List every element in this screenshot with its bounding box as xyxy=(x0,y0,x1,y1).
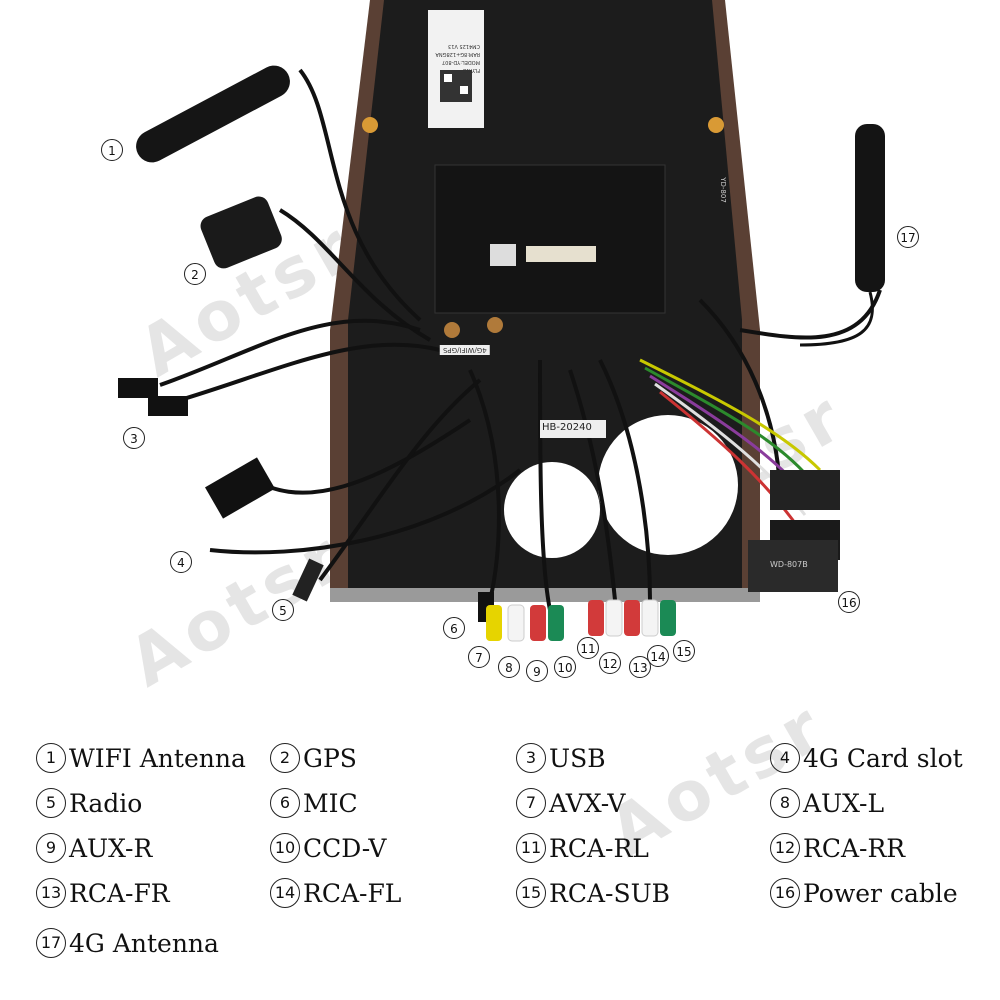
legend-number: 11 xyxy=(516,833,546,863)
callout-10: 10 xyxy=(554,656,576,678)
legend-label: WIFI Antenna xyxy=(69,743,246,773)
legend-number: 6 xyxy=(270,788,300,818)
legend-number: 4 xyxy=(770,743,800,773)
harness-tag-text: HB-20240 xyxy=(542,422,592,433)
legend-number: 1 xyxy=(36,743,66,773)
heatsink xyxy=(434,164,666,314)
legend-label: 4G Antenna xyxy=(69,928,219,958)
legend-number: 17 xyxy=(36,928,66,958)
callout-15: 15 xyxy=(673,640,695,662)
usb-plug-1 xyxy=(118,378,158,398)
power-connector-1 xyxy=(770,470,840,510)
callout-3: 3 xyxy=(123,427,145,449)
legend-label: AVX-V xyxy=(549,788,626,818)
legend-number: 15 xyxy=(516,878,546,908)
callout-1: 1 xyxy=(101,139,123,161)
callout-14: 14 xyxy=(647,645,669,667)
legend-label: GPS xyxy=(303,743,357,773)
usb-plug-2 xyxy=(148,396,188,416)
product-label xyxy=(428,10,484,128)
callout-6: 6 xyxy=(443,617,465,639)
callout-11: 11 xyxy=(577,637,599,659)
legend-number: 16 xyxy=(770,878,800,908)
callout-13: 13 xyxy=(629,656,651,678)
legend-label: RCA-RR xyxy=(803,833,906,863)
legend-number: 14 xyxy=(270,878,300,908)
legend-number: 5 xyxy=(36,788,66,818)
legend-number: 2 xyxy=(270,743,300,773)
legend-number: 10 xyxy=(270,833,300,863)
callout-7: 7 xyxy=(468,646,490,668)
legend-number: 7 xyxy=(516,788,546,818)
product-label-text: FLYING MODEL:YD-807 RAM:8G+128GNA CM4125… xyxy=(435,43,480,73)
4g-antenna xyxy=(855,124,885,292)
callout-9: 9 xyxy=(526,660,548,682)
radio-jack xyxy=(292,558,324,602)
legend-label: MIC xyxy=(303,788,358,818)
callout-12: 12 xyxy=(599,652,621,674)
callout-4: 4 xyxy=(170,551,192,573)
legend-label: AUX-L xyxy=(803,788,885,818)
callout-17: 17 xyxy=(897,226,919,248)
rca-plugs xyxy=(486,599,676,642)
gps-antenna xyxy=(200,196,282,269)
legend-label: Power cable xyxy=(803,878,958,908)
legend-label: RCA-FL xyxy=(303,878,402,908)
callout-16: 16 xyxy=(838,591,860,613)
legend-label: RCA-FR xyxy=(69,878,170,908)
legend-number: 13 xyxy=(36,878,66,908)
side-label: YD-807 xyxy=(718,177,727,203)
legend-label: CCD-V xyxy=(303,833,387,863)
wifi-antenna xyxy=(136,65,290,163)
card-slot xyxy=(205,457,275,519)
callout-8: 8 xyxy=(498,656,520,678)
product-illustration xyxy=(118,0,885,642)
legend-number: 3 xyxy=(516,743,546,773)
legend-number: 8 xyxy=(770,788,800,818)
ribbon-label: 4G/WIFI/GPS xyxy=(440,345,490,355)
head-unit xyxy=(330,0,760,602)
legend-number: 12 xyxy=(770,833,800,863)
harness-tag xyxy=(540,420,606,438)
legend-number: 9 xyxy=(36,833,66,863)
callout-2: 2 xyxy=(184,263,206,285)
legend-label: RCA-SUB xyxy=(549,878,671,908)
legend-label: Radio xyxy=(69,788,143,818)
legend-label: USB xyxy=(549,743,606,773)
legend-label: AUX-R xyxy=(69,833,153,863)
product-photo xyxy=(118,0,885,642)
power-box-text: WD-807B xyxy=(770,560,808,569)
legend-label: RCA-RL xyxy=(549,833,649,863)
power-box xyxy=(748,540,838,592)
legend-label: 4G Card slot xyxy=(803,743,963,773)
callout-5: 5 xyxy=(272,599,294,621)
